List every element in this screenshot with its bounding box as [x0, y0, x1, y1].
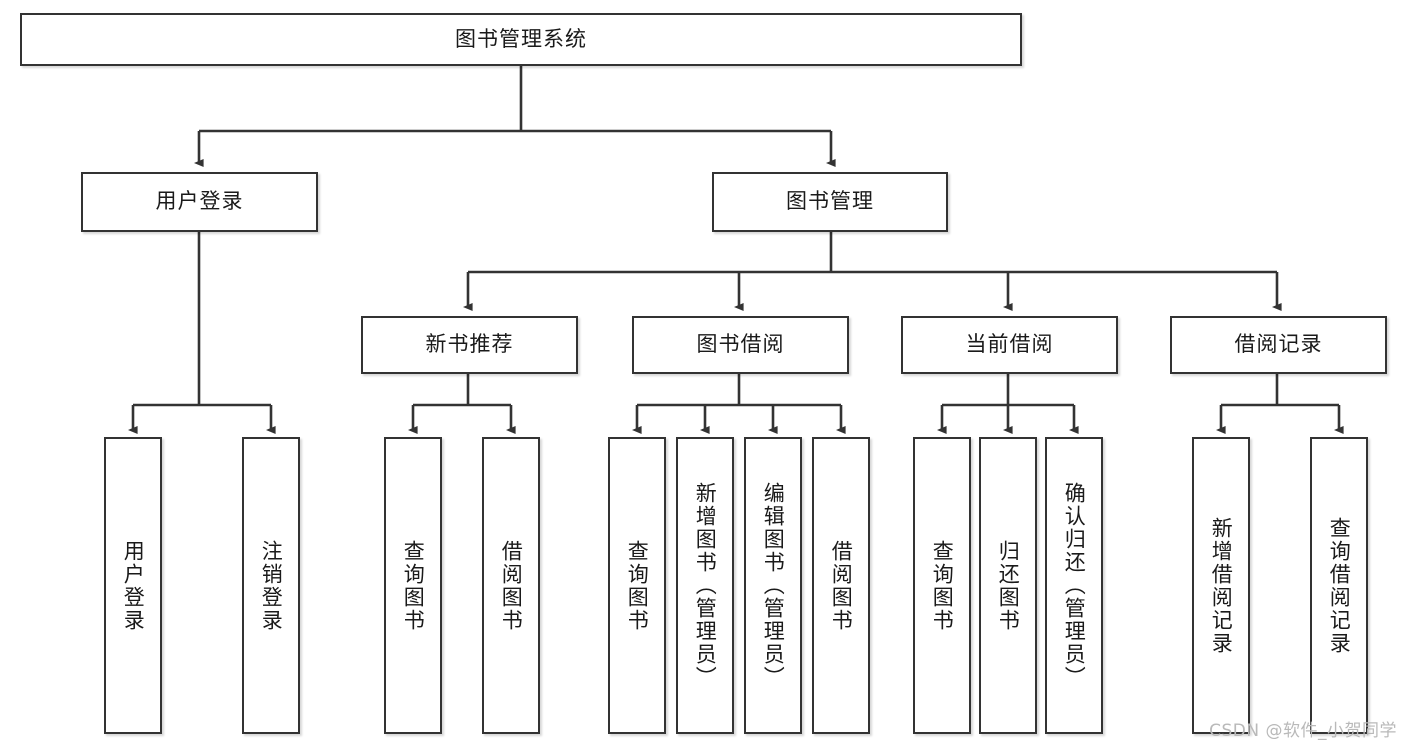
node-new-book-recommend-label: 新书推荐 — [425, 332, 514, 357]
leaf-query-book-1-label: 查询图书 — [401, 539, 426, 632]
leaf-query-record-label: 查询借阅记录 — [1327, 516, 1352, 655]
leaf-query-book-2[interactable]: 查询图书 — [608, 437, 666, 734]
leaf-query-record[interactable]: 查询借阅记录 — [1310, 437, 1368, 734]
leaf-query-book-3-label: 查询图书 — [930, 539, 955, 632]
leaf-user-logout-label: 注销登录 — [259, 539, 284, 632]
node-user-login-label: 用户登录 — [155, 189, 244, 214]
node-book-manage[interactable]: 图书管理 — [712, 172, 948, 232]
node-current-borrow[interactable]: 当前借阅 — [901, 316, 1118, 374]
leaf-edit-book-label: 编辑图书（管理员） — [761, 482, 786, 689]
leaf-add-record[interactable]: 新增借阅记录 — [1192, 437, 1250, 734]
node-book-borrow[interactable]: 图书借阅 — [632, 316, 849, 374]
node-user-login[interactable]: 用户登录 — [81, 172, 318, 232]
node-borrow-record-label: 借阅记录 — [1234, 332, 1323, 357]
leaf-user-login-label: 用户登录 — [121, 539, 146, 632]
node-borrow-record[interactable]: 借阅记录 — [1170, 316, 1387, 374]
node-book-borrow-label: 图书借阅 — [696, 332, 785, 357]
node-root-label: 图书管理系统 — [455, 26, 587, 51]
csdn-watermark: CSDN @软件_小贺同学 — [1209, 721, 1397, 741]
leaf-add-book-label: 新增图书（管理员） — [693, 482, 718, 689]
leaf-borrow-book-1-label: 借阅图书 — [499, 539, 524, 632]
leaf-query-book-1[interactable]: 查询图书 — [384, 437, 442, 734]
leaf-confirm-return[interactable]: 确认归还（管理员） — [1045, 437, 1103, 734]
leaf-return-book-label: 归还图书 — [996, 539, 1021, 632]
node-book-manage-label: 图书管理 — [786, 189, 874, 214]
leaf-query-book-2-label: 查询图书 — [625, 539, 650, 632]
leaf-add-book[interactable]: 新增图书（管理员） — [676, 437, 734, 734]
leaf-edit-book[interactable]: 编辑图书（管理员） — [744, 437, 802, 734]
leaf-query-book-3[interactable]: 查询图书 — [913, 437, 971, 734]
leaf-user-logout[interactable]: 注销登录 — [242, 437, 300, 734]
leaf-user-login[interactable]: 用户登录 — [104, 437, 162, 734]
node-new-book-recommend[interactable]: 新书推荐 — [361, 316, 578, 374]
leaf-add-record-label: 新增借阅记录 — [1209, 516, 1234, 655]
leaf-borrow-book-1[interactable]: 借阅图书 — [482, 437, 540, 734]
leaf-borrow-book-2[interactable]: 借阅图书 — [812, 437, 870, 734]
leaf-return-book[interactable]: 归还图书 — [979, 437, 1037, 734]
node-current-borrow-label: 当前借阅 — [965, 332, 1054, 357]
node-root[interactable]: 图书管理系统 — [20, 13, 1022, 66]
leaf-borrow-book-2-label: 借阅图书 — [829, 539, 854, 632]
leaf-confirm-return-label: 确认归还（管理员） — [1062, 482, 1087, 689]
